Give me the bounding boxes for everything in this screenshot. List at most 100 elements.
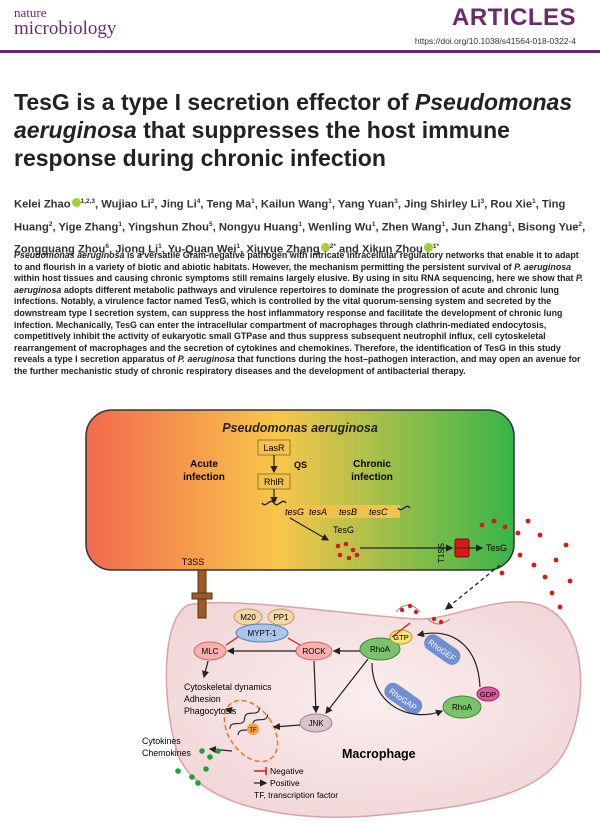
acute-label-1: Acute <box>190 459 218 470</box>
rhogef-node <box>424 634 461 665</box>
author-name[interactable]: Yang Yuan <box>337 198 395 211</box>
effect-phagocytosis: Phagocytosis <box>184 706 237 716</box>
orcid-icon[interactable] <box>423 243 433 253</box>
endocytosis-arrow <box>444 564 501 610</box>
author-affiliation: 4 <box>196 198 201 205</box>
tesg-inhibits-rhoa <box>391 622 411 638</box>
abstract: Pseudomonas aeruginosa is a versatile Gr… <box>14 250 589 378</box>
author-name[interactable]: Jiong Li <box>115 244 159 257</box>
rhoa-gdp-label: RhoA <box>452 703 473 712</box>
jnk-to-nucleus-arrow <box>272 722 301 731</box>
rhogap-node <box>384 682 423 715</box>
tesg-beads-inside <box>335 541 360 561</box>
title-part1: TesG is a type I secretion effector of <box>14 89 415 115</box>
rhoa-gdp-node <box>442 695 482 719</box>
article-title: TesG is a type I secretion effector of P… <box>14 88 589 172</box>
author-name[interactable]: Yu-Quan Wei <box>167 244 237 257</box>
header-rule <box>0 50 600 53</box>
author-name[interactable]: Jing Li <box>160 198 197 211</box>
lasr-label: LasR <box>263 443 285 453</box>
summary-figure: Pseudomonas aeruginosa Acute infection C… <box>85 409 582 818</box>
journal-logo: nature microbiology <box>14 6 164 39</box>
rhoa-gtp-label: RhoA <box>370 645 391 654</box>
author-name[interactable]: Nongyu Huang <box>218 221 299 234</box>
mlc-to-effects-arrow <box>201 660 209 679</box>
gene-tesc: tesC <box>369 507 388 517</box>
effect-adhesion: Adhesion <box>184 694 221 704</box>
gene-tesg: tesG <box>285 507 304 517</box>
mlc-node <box>193 641 227 661</box>
author-name[interactable]: Kelei Zhao <box>14 198 71 211</box>
journal-name-line1: nature <box>14 5 47 20</box>
orcid-icon[interactable] <box>71 197 81 207</box>
doi-link[interactable]: https://doi.org/10.1038/s41564-018-0322-… <box>414 36 576 46</box>
author-name[interactable]: Zhen Wang <box>381 221 442 234</box>
title-italic: Pseudomonas aeruginosa <box>14 89 573 143</box>
tf-label: TF <box>249 728 257 734</box>
gtp-to-gdp-arrow <box>371 662 444 717</box>
effect-cytoskeleton: Cytoskeletal dynamics <box>184 682 272 692</box>
journal-name-line2: microbiology <box>14 18 117 39</box>
author-name[interactable]: Xikun Zhou <box>361 244 423 257</box>
jnk-label: JNK <box>308 719 324 728</box>
tesg-inside-label: TesG <box>333 525 354 535</box>
author-name[interactable]: Zongguang Zhou <box>14 244 106 257</box>
author-name[interactable]: Rou Xie <box>490 198 533 211</box>
author-affiliation: 1 <box>298 220 303 228</box>
t3ss-base <box>191 592 213 600</box>
abstract-text: is a versatile Gram-negative pathogen wi… <box>14 250 579 272</box>
rock-label: ROCK <box>302 647 326 656</box>
qs-label: QS <box>294 460 307 470</box>
author-name[interactable]: Yige Zhang <box>58 221 119 234</box>
legend-negative-label: Negative <box>270 766 304 776</box>
author-name[interactable]: Xiuyue Zhang <box>246 244 320 257</box>
dna-left <box>261 500 287 506</box>
gene-tesa: tesA <box>309 507 327 517</box>
tesg-expression-arrow <box>289 517 330 541</box>
author-affiliation: 1,2,3 <box>80 198 96 205</box>
cytokines-label: Cytokines <box>142 736 181 746</box>
rhlr-label: RhlR <box>264 477 285 487</box>
mypt1-inhibits-mlc <box>225 636 239 646</box>
rhoa-gtp-node <box>359 637 401 661</box>
author-name[interactable]: Kailun Wang <box>260 198 329 211</box>
macrophage-cell <box>165 601 582 818</box>
author-affiliation: 3 <box>480 198 485 205</box>
author-name[interactable]: Wujiao Li <box>101 198 151 211</box>
rhoa-to-jnk-arrow <box>325 658 369 714</box>
abstract-italic: P. aeruginosa <box>514 261 572 272</box>
author-affiliation: 1 <box>507 220 512 228</box>
author-affiliation: 1 <box>532 198 536 205</box>
orcid-icon[interactable] <box>320 243 330 253</box>
abstract-italic: P. aeruginosa <box>14 273 584 295</box>
author-affiliation: 1 <box>251 198 255 205</box>
legend-tf-note: TF, transcription factor <box>254 790 338 800</box>
author-affiliation: 1 <box>371 220 376 228</box>
chronic-label-1: Chronic <box>353 459 391 470</box>
abstract-text: adopts different metabolic pathways and … <box>14 284 563 365</box>
author-affiliation: 1 <box>328 198 332 205</box>
abstract-text: that functions during the host–pathogen … <box>14 354 581 376</box>
author-affiliation: 6 <box>105 243 109 251</box>
mlc-label: MLC <box>202 647 219 656</box>
author-name[interactable]: Bisong Yue <box>517 221 579 234</box>
author-affiliation: 1 <box>118 220 122 228</box>
author-name[interactable]: Jun Zhang <box>451 221 508 234</box>
author-name[interactable]: Jing Shirley Li <box>404 198 481 211</box>
acute-label-2: infection <box>183 472 225 483</box>
t1ss-label: T1SS <box>437 543 446 563</box>
author-conjunction: and <box>338 244 362 257</box>
author-name[interactable]: Yingshun Zhou <box>127 221 209 234</box>
organism-label: Pseudomonas aeruginosa <box>222 421 378 435</box>
article-type: ARTICLES <box>452 4 576 31</box>
author-name[interactable]: Wenling Wu <box>308 221 372 234</box>
author-name[interactable]: Teng Ma <box>206 198 252 211</box>
author-name[interactable]: Ting Huang <box>14 198 566 234</box>
abstract-italic: Pseudomonas aeruginosa <box>14 250 125 260</box>
chronic-label-2: infection <box>351 472 393 483</box>
tesg-beads-outside <box>479 518 573 610</box>
mypt1-label: MYPT-1 <box>248 629 277 638</box>
gene-tesb: tesB <box>339 507 357 517</box>
nucleus <box>223 699 279 763</box>
pp1-label: PP1 <box>273 613 289 622</box>
